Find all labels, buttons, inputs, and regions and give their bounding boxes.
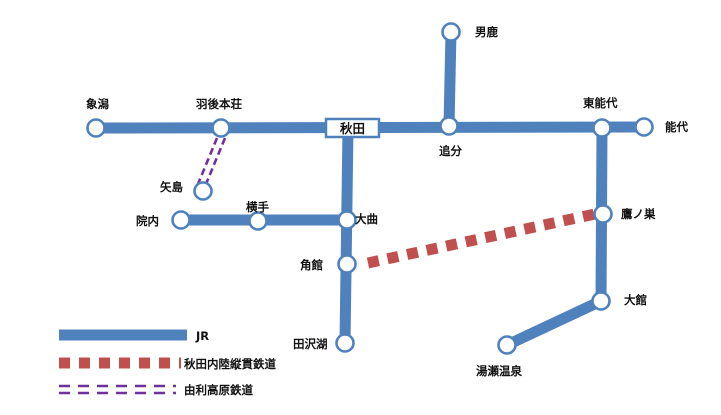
station-node-tazawako[interactable] [335,333,355,353]
station-label-akita: 秋田 [340,121,365,136]
station-node-takanosu[interactable] [593,204,613,224]
legend: JR 秋田内陸縦貫鉄道 由利高原鉄道 [59,329,276,397]
station-label-takanosu: 鷹ノ巣 [621,207,656,221]
station-nodes [86,22,654,355]
station-node-kisakata[interactable] [86,118,106,138]
station-label-tazawako: 田沢湖 [293,337,328,351]
legend-label-yuri: 由利高原鉄道 [184,383,253,397]
legend-item-yuri: 由利高原鉄道 [59,383,253,397]
jr-line-odate-yuzeonsen [501,295,607,351]
station-label-noshiro: 能代 [665,120,688,134]
yuri-line [196,137,227,185]
station-node-higashinoshiro[interactable] [592,118,612,138]
station-label-yokote: 横手 [246,200,269,214]
station-label-yuzeonsen: 湯瀬温泉 [476,364,522,378]
station-label-omagari: 大曲 [355,212,378,226]
station-node-oga[interactable] [441,22,461,42]
station-label-yashima: 矢島 [160,180,183,194]
station-label-innai: 院内 [136,214,159,228]
station-label-oiwake: 追分 [439,144,462,158]
station-label-oga: 男鹿 [475,25,498,39]
station-label-kisakata: 象潟 [86,97,109,111]
legend-item-jr: JR [59,329,209,343]
station-node-ugohonjo[interactable] [211,118,231,138]
station-node-yashima[interactable] [193,181,213,201]
station-node-odate[interactable] [591,291,611,311]
station-label-kakunodate: 角館 [300,258,323,272]
station-node-oiwake[interactable] [439,116,459,136]
station-node-yuzeonsen[interactable] [497,335,517,355]
yuri-line-right [204,137,227,185]
legend-label-nairiku: 秋田内陸縦貫鉄道 [184,357,276,371]
jr-line-oga [443,26,457,132]
nairiku-line [366,208,597,269]
station-label-ugohonjo: 羽後本荘 [196,97,242,111]
station-node-yokote[interactable] [248,211,268,231]
yuri-line-left [196,137,219,185]
jr-line-akita-tazawako [339,122,354,349]
station-label-odate: 大館 [624,293,647,307]
station-node-omagari[interactable] [337,210,357,230]
legend-label-jr: JR [195,329,209,343]
station-label-higashinoshiro: 東能代 [583,96,618,110]
station-node-noshiro[interactable] [634,117,654,137]
station-node-kakunodate[interactable] [337,254,357,274]
legend-item-nairiku: 秋田内陸縦貫鉄道 [59,357,276,371]
station-node-innai[interactable] [171,210,191,230]
akita-hub-box [324,117,381,139]
